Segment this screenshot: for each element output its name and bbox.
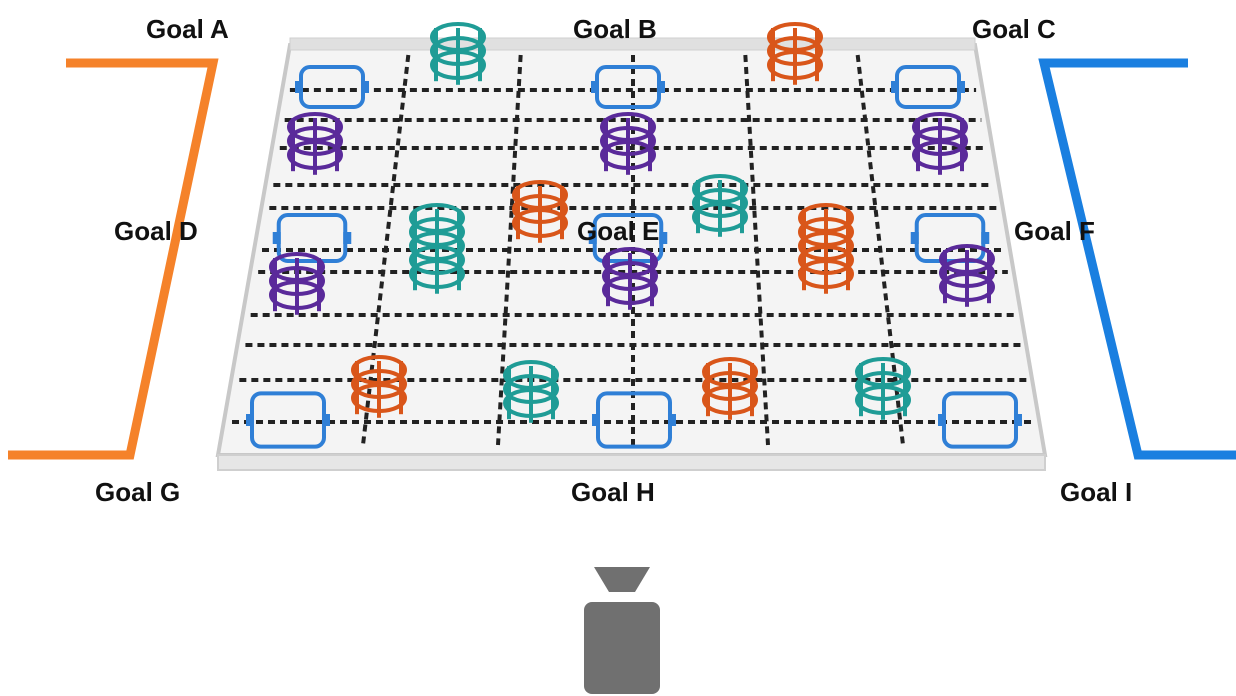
- ring: [767, 50, 823, 80]
- ring-stack: [430, 22, 486, 85]
- ring: [939, 258, 995, 288]
- ring: [430, 50, 486, 80]
- ring: [702, 371, 758, 401]
- goal-label-c: Goal C: [972, 14, 1056, 44]
- ring: [692, 188, 748, 218]
- goal-base-icon: [592, 391, 676, 449]
- ring-stack: [798, 203, 854, 294]
- ring: [269, 280, 325, 310]
- ring: [409, 245, 465, 275]
- ring: [692, 202, 748, 232]
- ring: [912, 140, 968, 170]
- goal-label-g: Goal G: [95, 477, 180, 507]
- ring: [602, 261, 658, 291]
- ring: [600, 140, 656, 170]
- ring-stack: [351, 355, 407, 418]
- goal-label-a: Goal A: [146, 14, 229, 44]
- ring-stack: [503, 360, 559, 423]
- goal-base-icon: [246, 391, 330, 449]
- goal-bases: [246, 65, 1022, 449]
- ring: [287, 140, 343, 170]
- ring-stack: [512, 180, 568, 243]
- ring: [512, 194, 568, 224]
- ring: [602, 275, 658, 305]
- ring-stack: [702, 357, 758, 420]
- ring: [912, 126, 968, 156]
- ring: [430, 36, 486, 66]
- field-back-wall: [289, 37, 976, 51]
- ring-stack: [600, 112, 656, 175]
- ring: [503, 388, 559, 418]
- ring: [855, 385, 911, 415]
- camera-lens: [594, 567, 650, 592]
- goal-base-icon: [591, 65, 665, 109]
- goal-base-icon: [938, 391, 1022, 449]
- goal-label-h: Goal H: [571, 477, 655, 507]
- goal-label-i: Goal I: [1060, 477, 1132, 507]
- goal-base-icon: [891, 65, 965, 109]
- goal-label-b: Goal B: [573, 14, 657, 44]
- ring: [767, 36, 823, 66]
- red-alliance-bracket: [8, 58, 219, 460]
- ring: [269, 266, 325, 296]
- goal-label-d: Goal D: [114, 216, 198, 246]
- ring: [702, 385, 758, 415]
- ring-stack: [602, 247, 658, 310]
- ring-stack: [269, 252, 325, 315]
- ring: [512, 208, 568, 238]
- ring-stack: [409, 203, 465, 294]
- ring-stacks: [269, 22, 995, 423]
- ring-stack: [912, 112, 968, 175]
- camera-body: [584, 602, 660, 694]
- ring-stack: [855, 357, 911, 420]
- ring: [287, 126, 343, 156]
- ring-stack: [939, 244, 995, 307]
- field-grid: [232, 54, 1034, 446]
- ring: [798, 245, 854, 275]
- goal-label-e: Goal E: [577, 216, 659, 246]
- field-front-wall: [217, 454, 1046, 471]
- ring: [855, 371, 911, 401]
- goal-label-f: Goal F: [1014, 216, 1095, 246]
- ring-stack: [287, 112, 343, 175]
- ring: [939, 272, 995, 302]
- blue-alliance-bracket: [1038, 58, 1236, 460]
- ring: [798, 259, 854, 289]
- ring: [351, 383, 407, 413]
- camera-icon: [584, 567, 660, 694]
- ring-stack: [767, 22, 823, 85]
- goal-base-icon: [272, 212, 352, 264]
- ring: [600, 126, 656, 156]
- ring: [351, 369, 407, 399]
- goal-base-icon: [295, 65, 369, 109]
- ring-stack: [692, 174, 748, 237]
- ring: [409, 259, 465, 289]
- ring: [503, 374, 559, 404]
